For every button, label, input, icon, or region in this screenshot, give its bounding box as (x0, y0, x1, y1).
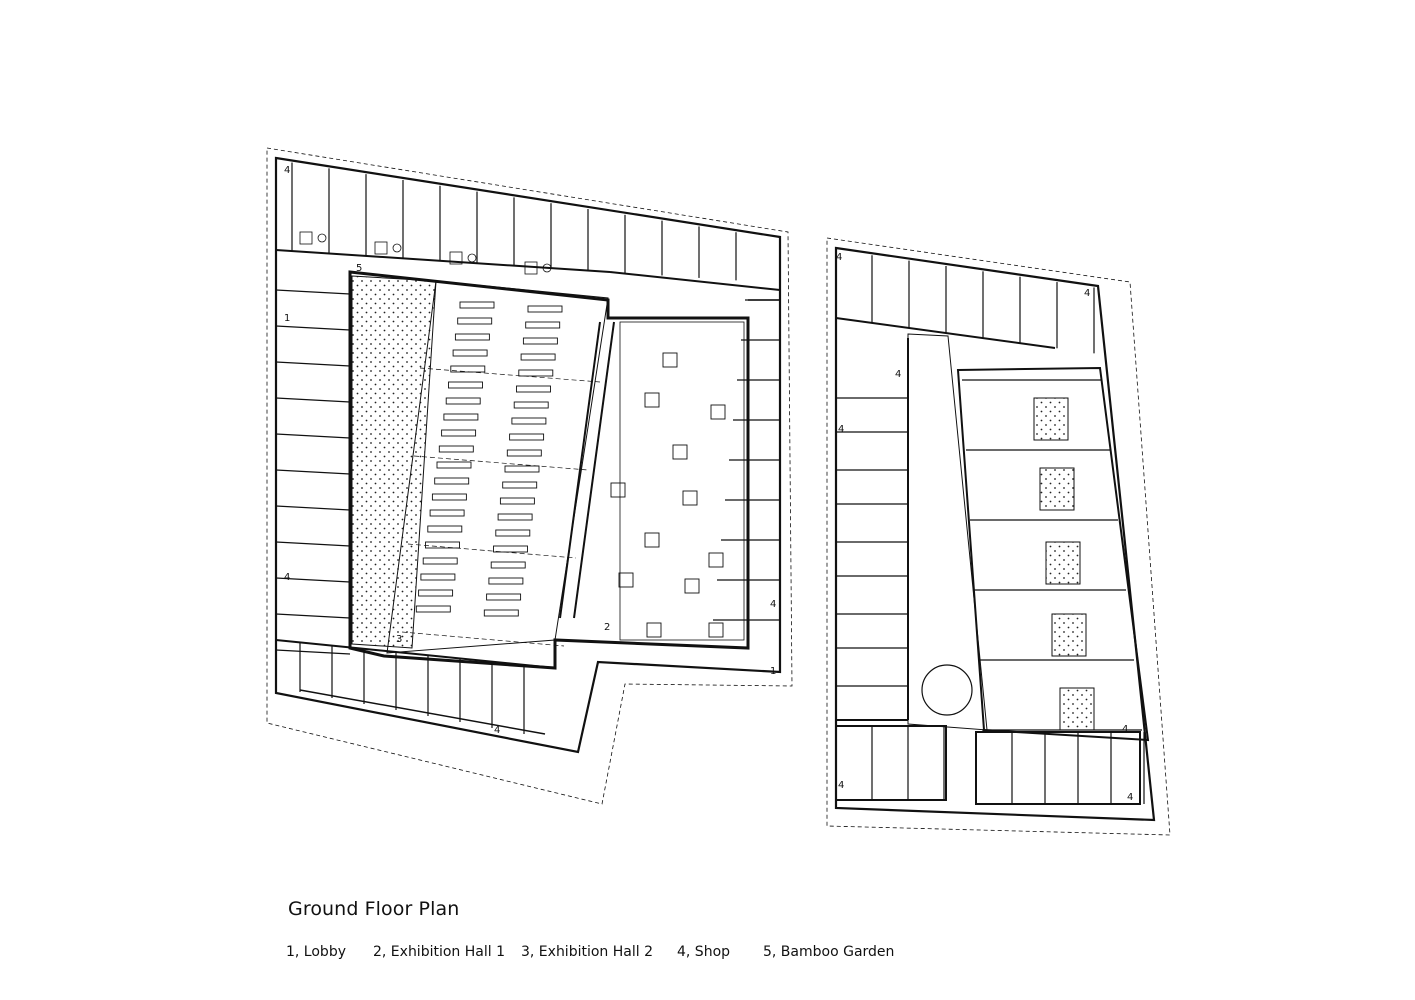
label-shop-4: 4 (1122, 724, 1128, 735)
plan-title: Ground Floor Plan (288, 898, 460, 920)
label-lobby-1: 1 (284, 313, 290, 324)
label-shop-4: 4 (284, 572, 290, 583)
bamboo-garden-area (351, 275, 437, 649)
label-shop-4: 4 (1084, 288, 1090, 299)
left-building (266, 147, 793, 805)
legend-item-lobby: 1, Lobby (286, 944, 346, 960)
label-lobby-1: 1 (770, 666, 776, 677)
legend-item-exhibition-hall-2: 3, Exhibition Hall 2 (521, 944, 653, 960)
label-hall-3: 3 (396, 634, 402, 645)
label-shop-4: 4 (770, 599, 776, 610)
label-shop-4: 4 (836, 252, 842, 263)
legend-item-exhibition-hall-1: 2, Exhibition Hall 1 (373, 944, 505, 960)
tree-symbol (921, 664, 973, 716)
legend-item-shop: 4, Shop (677, 944, 731, 960)
legend-item-bamboo-garden: 5, Bamboo Garden (763, 944, 895, 960)
label-garden-5: 5 (356, 263, 362, 274)
right-building (826, 237, 1171, 836)
label-shop-4: 4 (838, 780, 844, 791)
room-number-labels: 4 5 1 4 3 2 4 1 4 4 4 4 4 4 4 4 (284, 165, 1133, 803)
label-shop-4: 4 (494, 725, 500, 736)
label-shop-4: 4 (895, 369, 901, 380)
exhibition-hall-1 (619, 321, 745, 641)
right-outer-wall (834, 246, 1156, 822)
left-courtyard-wall (348, 270, 750, 670)
exhibition-hall-2 (386, 280, 609, 654)
label-shop-4: 4 (284, 165, 290, 176)
left-site-boundary (266, 147, 793, 805)
right-site-boundary (826, 237, 1171, 836)
legend: 1, Lobby 2, Exhibition Hall 1 3, Exhibit… (0, 944, 1415, 964)
central-walkway (907, 333, 988, 731)
label-shop-4: 4 (838, 424, 844, 435)
label-shop-4: 4 (1127, 792, 1133, 803)
label-hall-2: 2 (604, 622, 610, 633)
right-shop-block (956, 366, 1150, 742)
